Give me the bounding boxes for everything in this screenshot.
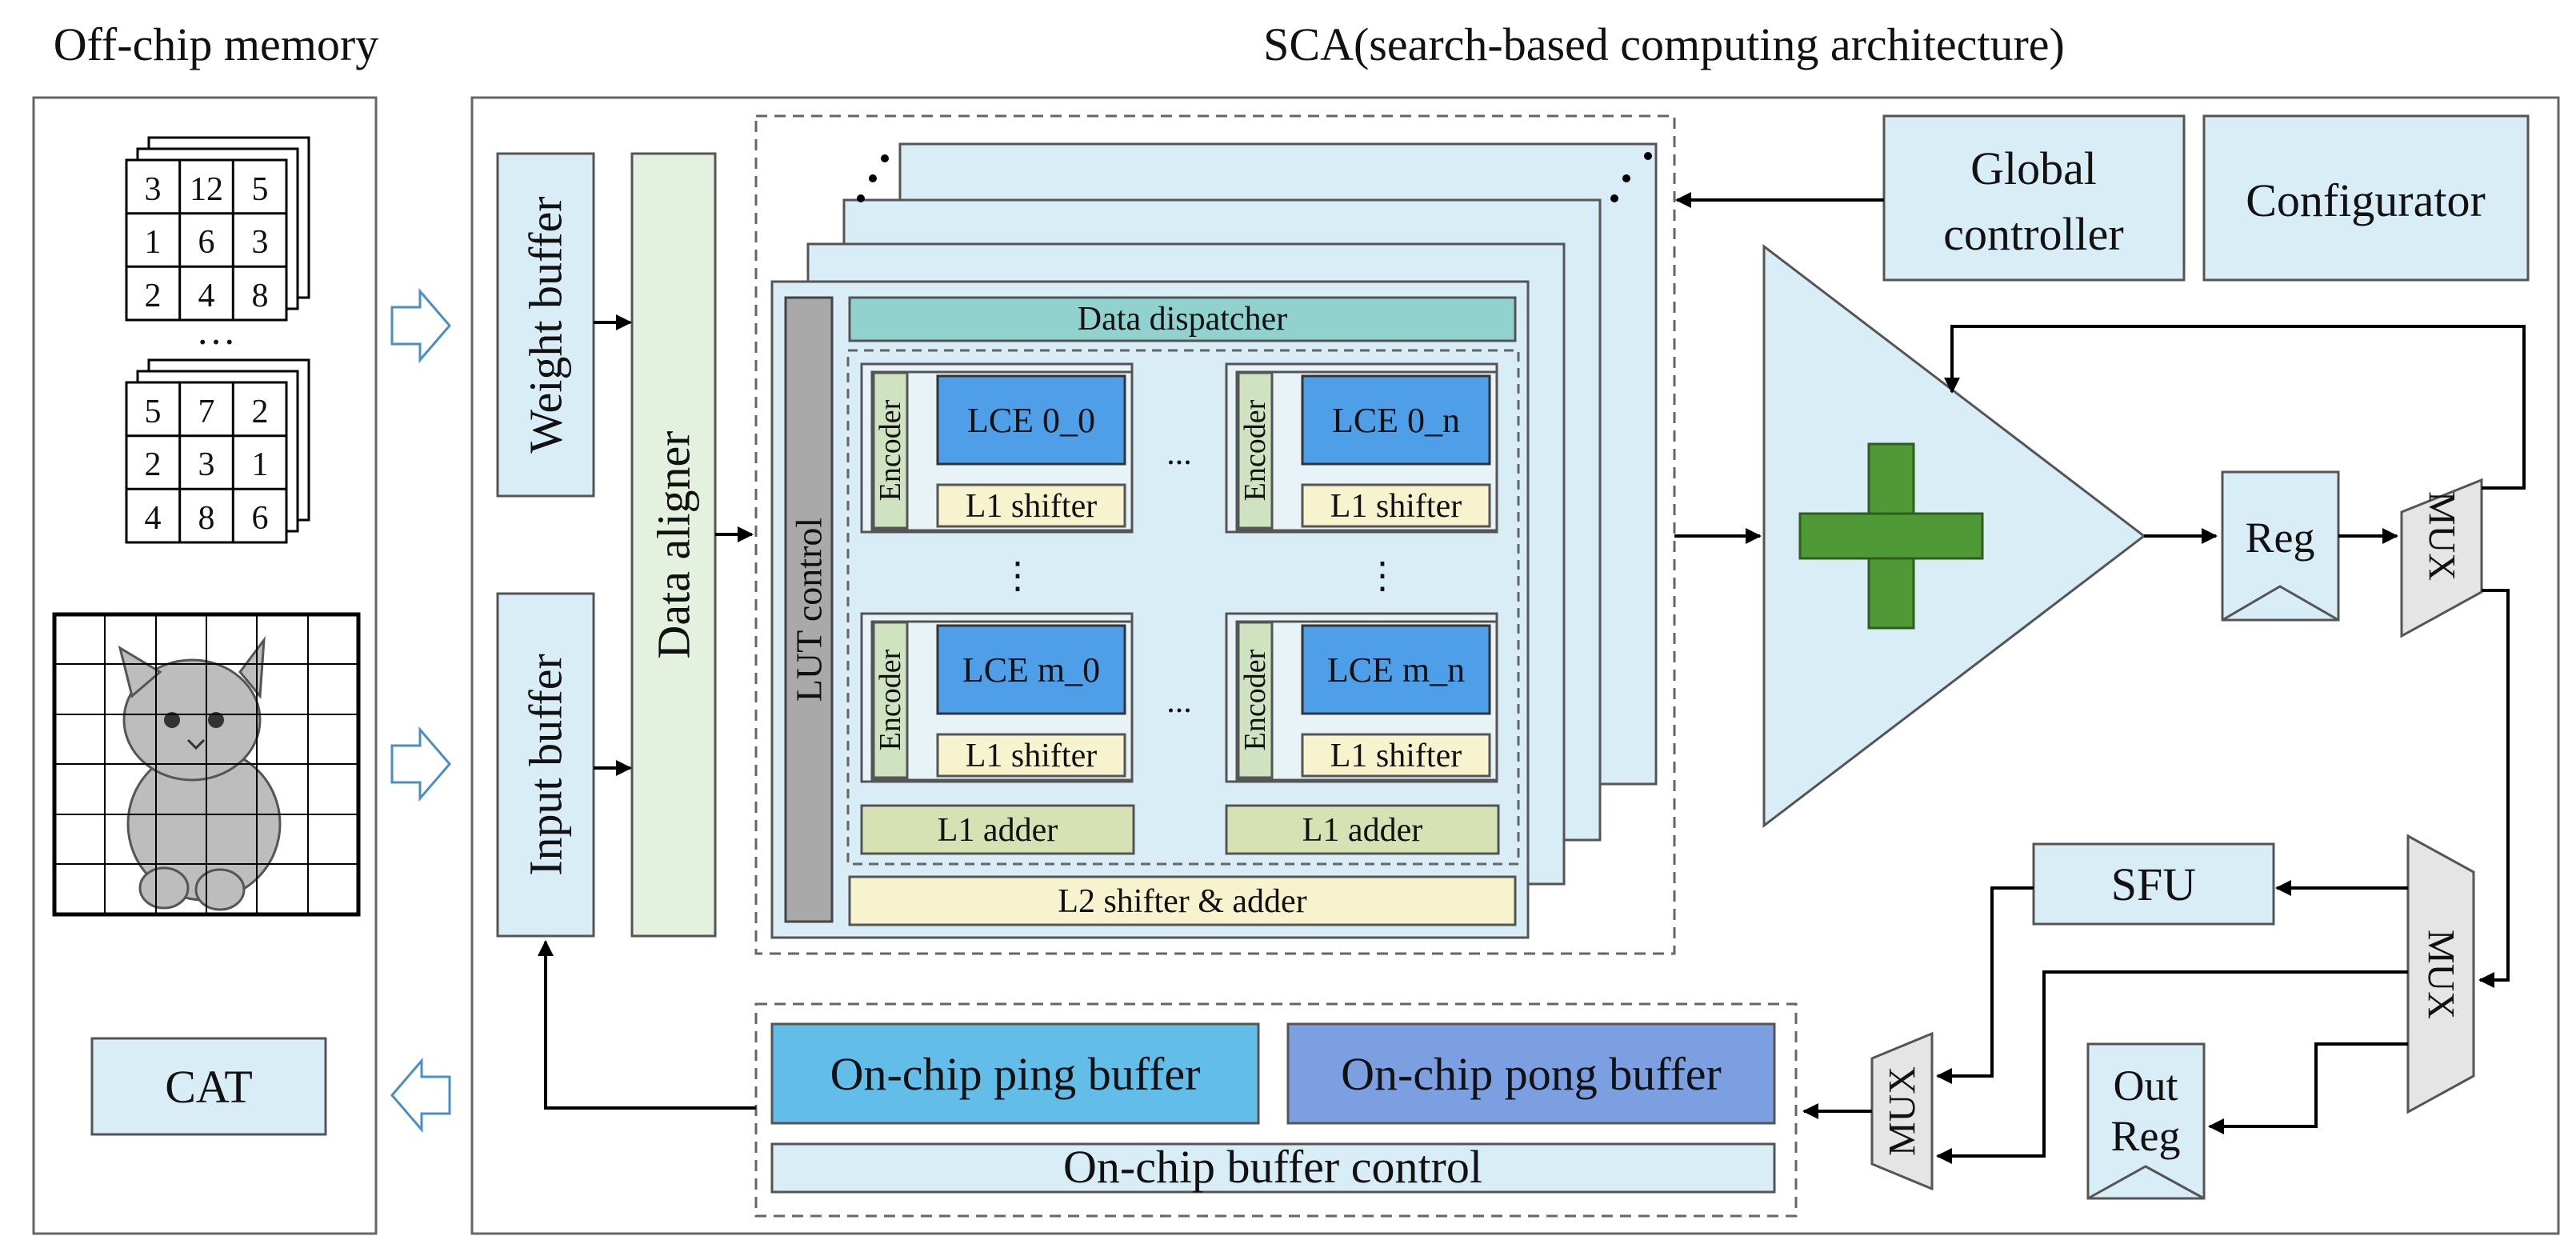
matrix-cell: 1 <box>145 224 162 261</box>
lce-unit-0-0: Encoder LCE 0_0 L1 shifter <box>860 362 1134 534</box>
lce-unit-m-0: Encoder LCE m_0 L1 shifter <box>860 612 1134 783</box>
lce-label: LCE 0_0 <box>967 401 1095 440</box>
matrix-cell: 4 <box>145 500 162 537</box>
data-dispatcher: Data dispatcher <box>848 296 1517 342</box>
lce-label: LCE 0_n <box>1332 401 1460 440</box>
encoder-label: Encoder <box>1238 649 1272 750</box>
accumulator-adder <box>1762 243 2146 829</box>
data-aligner: Data aligner <box>630 152 717 938</box>
lce-vdots: ⋮ <box>999 555 1036 596</box>
cat-label-box: CAT <box>90 1037 327 1136</box>
arrow-mux-to-output-mux <box>2478 589 2510 988</box>
pong-buffer-label: On-chip pong buffer <box>1341 1048 1722 1100</box>
matrix-cell: 7 <box>198 394 215 430</box>
arrow-mux-feedback <box>1944 325 2526 490</box>
weight-buffer-label: Weight buffer <box>520 196 572 453</box>
matrix-cell: 5 <box>252 171 269 208</box>
matrix-cell: 3 <box>145 171 162 208</box>
matrix-cell: 1 <box>252 446 269 483</box>
lce-label: LCE m_n <box>1327 650 1465 690</box>
matrix-cell: 6 <box>198 224 215 261</box>
output-reg: Out Reg <box>2086 1042 2206 1200</box>
buffer-control-label: On-chip buffer control <box>1063 1141 1482 1193</box>
weight-buffer: Weight buffer <box>496 152 595 498</box>
global-controller-line1: Global <box>1970 142 2097 194</box>
stack-dots-icon <box>857 152 1652 202</box>
configurator-label: Configurator <box>2246 174 2486 226</box>
global-controller-line2: controller <box>1943 208 2123 260</box>
feedback-mux: MUX <box>2400 478 2483 638</box>
sfu-label: SFU <box>2111 858 2196 910</box>
l1-shifter-label: L1 shifter <box>1330 488 1462 525</box>
matrix-cell: 2 <box>145 446 162 483</box>
ping-buffer-label: On-chip ping buffer <box>830 1048 1201 1100</box>
l1-shifter-label: L1 shifter <box>966 488 1097 525</box>
lut-control: LUT control <box>784 296 834 923</box>
hollow-arrow-left-icon <box>390 1057 451 1134</box>
l1-shifter-label: L1 shifter <box>966 738 1097 774</box>
onchip-pong-buffer: On-chip pong buffer <box>1286 1022 1776 1125</box>
l2-label: L2 shifter & adder <box>1058 883 1306 920</box>
arrow-sfu-to-mux <box>1936 886 2034 1084</box>
lce-label: LCE m_0 <box>962 650 1100 690</box>
arrow-mux-to-outreg <box>2208 1042 2408 1134</box>
matrix-cell: 3 <box>252 224 269 261</box>
lce-hdots: ... <box>1166 435 1192 472</box>
matrix-cell: 6 <box>252 500 269 537</box>
l1-adder-label: L1 adder <box>1302 812 1422 849</box>
matrix-cell: 8 <box>198 500 215 537</box>
lce-unit-m-n: Encoder LCE m_n L1 shifter <box>1225 612 1498 783</box>
out-reg-line1: Out <box>2114 1062 2178 1110</box>
l1-adder-left: L1 adder <box>860 804 1135 855</box>
buffer-input-mux: MUX <box>1870 1031 1934 1191</box>
weight-matrix-stack-top: 3 12 5 1 6 3 2 4 8 <box>125 136 310 322</box>
output-mux: MUX <box>2406 834 2475 1114</box>
cat-label: CAT <box>165 1061 253 1113</box>
sca-title: SCA(search-based computing architecture) <box>1263 18 2065 70</box>
arrow-mux-bypass <box>1936 970 2408 1164</box>
core-array-boundary <box>754 114 1676 955</box>
matrix-cell: 8 <box>252 278 269 314</box>
arrow-buffer-to-input <box>538 940 756 1110</box>
onchip-buffer-boundary <box>754 1002 1798 1218</box>
out-reg-line2: Reg <box>2111 1112 2181 1160</box>
data-dispatcher-label: Data dispatcher <box>1078 301 1287 338</box>
configurator: Configurator <box>2202 114 2530 282</box>
mux-label: MUX <box>2421 491 2463 581</box>
mux-label: MUX <box>2420 930 2462 1019</box>
weight-matrix-stack-bottom: 5 7 2 2 3 1 4 8 6 <box>125 358 310 544</box>
hollow-arrow-right-icon <box>390 726 451 802</box>
lce-vdots: ⋮ <box>1364 555 1401 596</box>
lut-control-label: LUT control <box>789 518 830 702</box>
input-buffer: Input buffer <box>496 592 595 938</box>
encoder-label: Encoder <box>1238 399 1272 501</box>
l2-shifter-adder: L2 shifter & adder <box>848 875 1517 926</box>
matrix-cell: 12 <box>190 171 223 208</box>
input-buffer-label: Input buffer <box>520 654 572 876</box>
global-controller: Global controller <box>1882 114 2186 282</box>
onchip-ping-buffer: On-chip ping buffer <box>770 1022 1260 1125</box>
matrix-cell: 5 <box>145 394 162 430</box>
lce-unit-0-n: Encoder LCE 0_n L1 shifter <box>1225 362 1498 534</box>
matrix-cell: 4 <box>198 278 215 314</box>
matrix-cell: 3 <box>198 446 215 483</box>
reg-label: Reg <box>2246 514 2315 562</box>
lce-hdots: ... <box>1166 683 1192 720</box>
l1-shifter-label: L1 shifter <box>1330 738 1462 774</box>
encoder-label: Encoder <box>874 399 907 501</box>
sfu: SFU <box>2032 842 2275 926</box>
hollow-arrow-right-icon <box>390 287 451 364</box>
matrix-cell: 2 <box>145 278 162 314</box>
encoder-label: Encoder <box>874 649 907 750</box>
matrix-cell: 2 <box>252 394 269 430</box>
matrix-ellipsis: … <box>196 308 236 353</box>
mux-label: MUX <box>1882 1066 1924 1156</box>
l1-adder-label: L1 adder <box>938 812 1058 849</box>
l1-adder-right: L1 adder <box>1225 804 1500 855</box>
onchip-buffer-control: On-chip buffer control <box>770 1141 1776 1194</box>
offchip-title: Off-chip memory <box>54 18 378 70</box>
data-aligner-label: Data aligner <box>648 430 700 658</box>
accumulator-reg: Reg <box>2221 470 2340 622</box>
cat-image <box>52 612 361 917</box>
